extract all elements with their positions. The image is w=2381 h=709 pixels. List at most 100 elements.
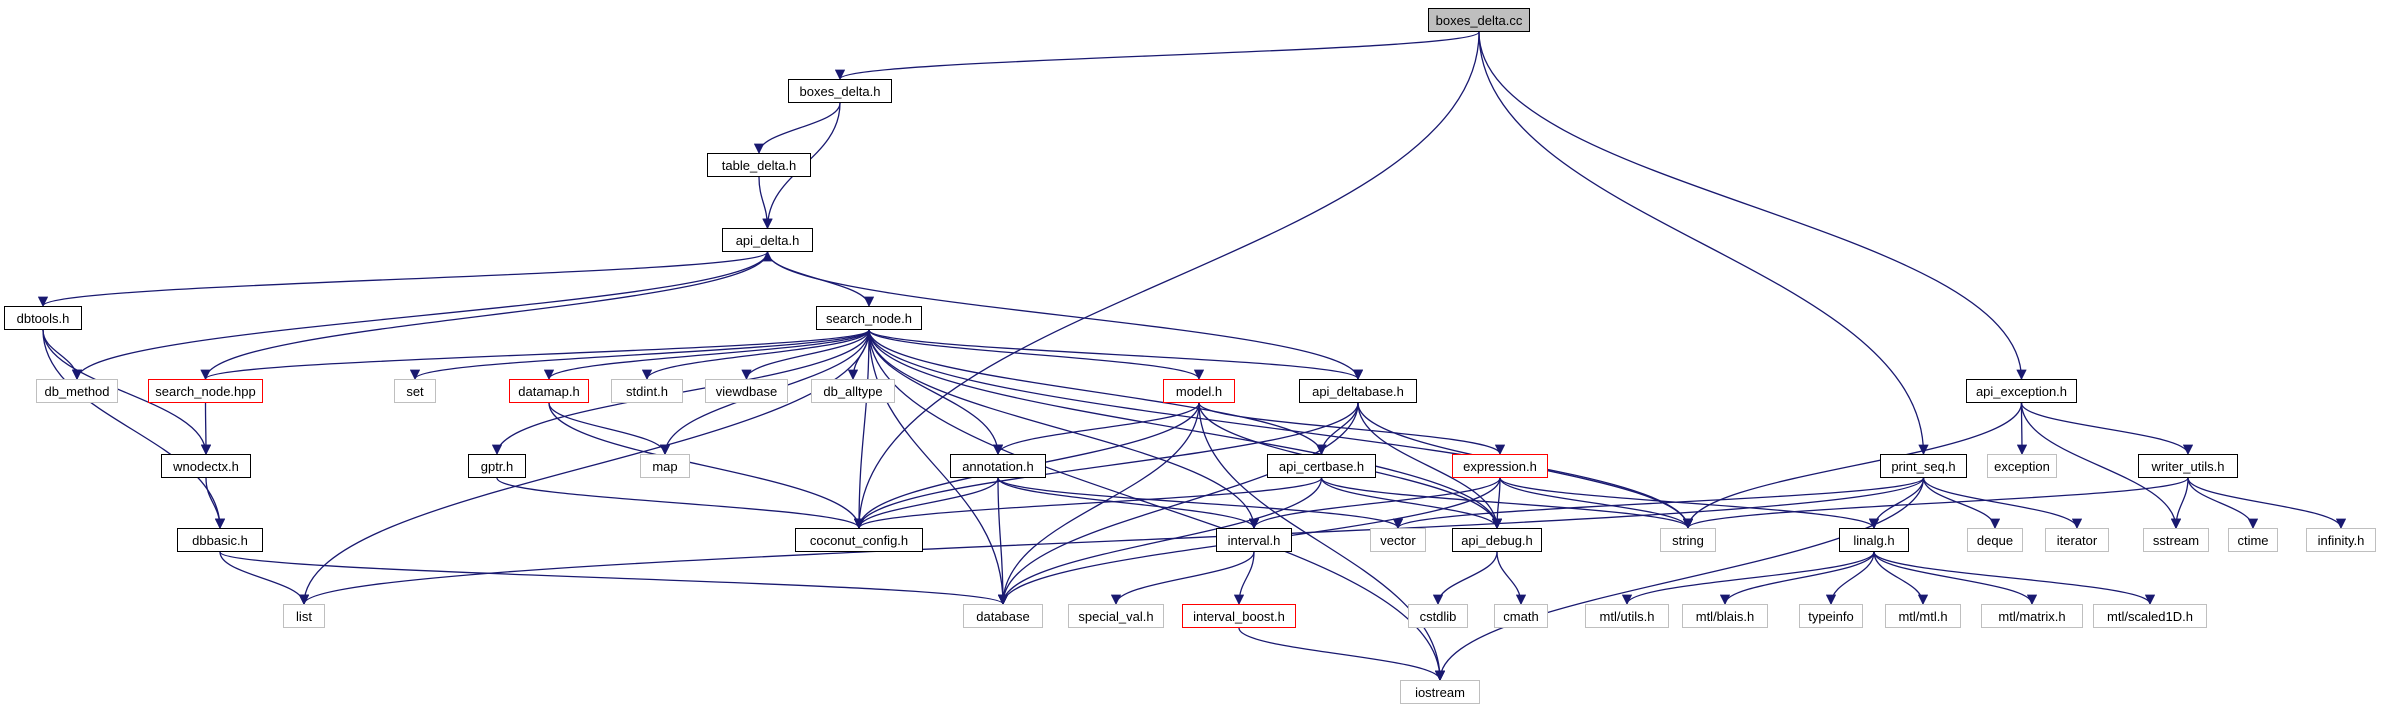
edge-search-node-h-to-stdint-h [641, 329, 870, 381]
edge-interval-boost-h-to-iostream [1238, 627, 1446, 682]
node-interval-boost-h[interactable]: interval_boost.h [1182, 604, 1296, 628]
node-coconut-config-h[interactable]: coconut_config.h [795, 528, 923, 552]
edge-table-delta-h-to-api-delta-h [758, 176, 773, 230]
node-list: list [283, 604, 325, 628]
node-linalg-h[interactable]: linalg.h [1839, 528, 1909, 552]
node-special-val-h: special_val.h [1068, 604, 1164, 628]
edge-search-node-h-to-search-node-hpp [200, 329, 870, 381]
node-writer-utils-h[interactable]: writer_utils.h [2138, 454, 2238, 478]
edge-search-node-h-to-annotation-h [868, 329, 1004, 456]
node-model-h[interactable]: model.h [1163, 379, 1235, 403]
edge-api-deltabase-h-to-coconut-config-h [853, 402, 1359, 530]
node-search-node-h[interactable]: search_node.h [816, 306, 922, 330]
edge-interval-h-to-interval-boost-h [1233, 551, 1255, 606]
edge-search-node-h-to-set [409, 329, 870, 381]
edge-datamap-h-to-coconut-config-h [548, 402, 865, 530]
node-table-delta-h[interactable]: table_delta.h [707, 153, 811, 177]
edge-model-h-to-iostream [1198, 402, 1446, 682]
node-api-debug-h[interactable]: api_debug.h [1452, 528, 1542, 552]
edge-api-certbase-h-to-string [1320, 477, 1694, 530]
edge-api-certbase-h-to-database [997, 477, 1323, 606]
node-cmath: cmath [1494, 604, 1548, 628]
edge-api-debug-h-to-cstdlib [1432, 551, 1498, 606]
node-dbtools-h[interactable]: dbtools.h [4, 306, 82, 330]
node-viewdbase: viewdbase [705, 379, 788, 403]
edge-writer-utils-h-to-sstream [2170, 477, 2189, 530]
node-sstream: sstream [2143, 528, 2209, 552]
edge-print-seq-h-to-vector [1393, 477, 1925, 530]
node-search-node-hpp[interactable]: search_node.hpp [148, 379, 263, 403]
edge-api-exception-h-to-string [1682, 402, 2023, 530]
edge-datamap-h-to-map [548, 402, 671, 456]
edge-search-node-h-to-datamap-h [543, 329, 870, 381]
node-expression-h[interactable]: expression.h [1452, 454, 1548, 478]
node-interval-h[interactable]: interval.h [1216, 528, 1292, 552]
dependency-edges [38, 31, 2347, 682]
edge-search-node-hpp-to-api-delta-h [204, 250, 773, 380]
edge-search-node-h-to-model-h [868, 329, 1205, 381]
edge-print-seq-h-to-iterator [1922, 477, 2083, 530]
edge-print-seq-h-to-iostream [1434, 477, 1925, 682]
edge-api-certbase-h-to-coconut-config-h [853, 477, 1323, 530]
node-exception: exception [1987, 454, 2057, 478]
edge-search-node-h-to-coconut-config-h [853, 329, 870, 530]
node-api-certbase-h[interactable]: api_certbase.h [1267, 454, 1376, 478]
edge-model-h-to-database [997, 402, 1200, 606]
node-ctime: ctime [2228, 528, 2278, 552]
node-datamap-h[interactable]: datamap.h [509, 379, 589, 403]
edge-linalg-h-to-typeinfo [1825, 551, 1875, 606]
edge-linalg-h-to-mtl-utils-h [1621, 551, 1875, 606]
edge-search-node-h-to-viewdbase [741, 329, 870, 381]
edge-search-node-h-to-iostream [868, 329, 1446, 682]
edge-boxes-delta-cc-to-print-seq-h [1478, 31, 1929, 456]
edge-api-deltabase-h-to-api-debug-h [1357, 402, 1503, 530]
edge-boxes-delta-cc-to-api-exception-h [1478, 31, 2027, 381]
node-boxes-delta-h[interactable]: boxes_delta.h [788, 79, 892, 103]
edge-api-delta-h-to-api-deltabase-h [766, 251, 1364, 381]
edge-api-exception-h-to-writer-utils-h [2020, 402, 2194, 456]
node-annotation-h[interactable]: annotation.h [950, 454, 1046, 478]
edge-boxes-delta-cc-to-boxes-delta-h [835, 31, 1480, 81]
node-map: map [640, 454, 690, 478]
node-mtl-blais-h: mtl/blais.h [1682, 604, 1768, 628]
node-db-method: db_method [36, 379, 118, 403]
edge-boxes-delta-h-to-table-delta-h [753, 102, 841, 155]
edge-dbbasic-h-to-list [219, 551, 310, 606]
node-dbbasic-h[interactable]: dbbasic.h [177, 528, 263, 552]
edge-linalg-h-to-mtl-mtl-h [1873, 551, 1929, 606]
node-iostream: iostream [1400, 680, 1480, 704]
node-mtl-mtl-h: mtl/mtl.h [1885, 604, 1961, 628]
edge-linalg-h-to-mtl-blais-h [1719, 551, 1875, 606]
edge-api-delta-h-to-dbtools-h [38, 251, 769, 308]
edge-search-node-hpp-to-wnodectx-h [200, 402, 212, 456]
node-boxes-delta-cc[interactable]: boxes_delta.cc [1428, 8, 1530, 32]
node-string: string [1660, 528, 1716, 552]
edge-interval-h-to-special-val-h [1110, 551, 1255, 606]
edge-expression-h-to-string [1499, 477, 1694, 530]
node-deque: deque [1967, 528, 2023, 552]
node-gptr-h[interactable]: gptr.h [468, 454, 526, 478]
node-mtl-scaled1D-h: mtl/scaled1D.h [2093, 604, 2207, 628]
node-api-exception-h[interactable]: api_exception.h [1966, 379, 2077, 403]
node-api-delta-h[interactable]: api_delta.h [722, 228, 813, 252]
edge-model-h-to-annotation-h [992, 402, 1200, 456]
edge-search-node-h-to-database [868, 329, 1009, 606]
edge-wnodectx-h-to-dbbasic-h [205, 477, 226, 530]
edge-print-seq-h-to-deque [1922, 477, 2001, 530]
node-api-deltabase-h[interactable]: api_deltabase.h [1299, 379, 1417, 403]
edge-search-node-h-to-api-certbase-h [868, 329, 1327, 456]
node-mtl-matrix-h: mtl/matrix.h [1981, 604, 2083, 628]
node-wnodectx-h[interactable]: wnodectx.h [161, 454, 251, 478]
node-db-alltype: db_alltype [811, 379, 895, 403]
node-cstdlib: cstdlib [1408, 604, 1468, 628]
edge-annotation-h-to-coconut-config-h [853, 477, 999, 530]
edge-model-h-to-expression-h [1198, 402, 1506, 456]
edge-writer-utils-h-to-ctime [2187, 477, 2259, 530]
edge-api-debug-h-to-cmath [1496, 551, 1527, 606]
node-mtl-utils-h: mtl/utils.h [1585, 604, 1669, 628]
edge-linalg-h-to-mtl-scaled1D-h [1873, 551, 2156, 606]
node-print-seq-h[interactable]: print_seq.h [1880, 454, 1967, 478]
edge-api-deltabase-h-to-database [997, 402, 1359, 606]
edge-dbtools-h-to-dbbasic-h [42, 329, 226, 530]
